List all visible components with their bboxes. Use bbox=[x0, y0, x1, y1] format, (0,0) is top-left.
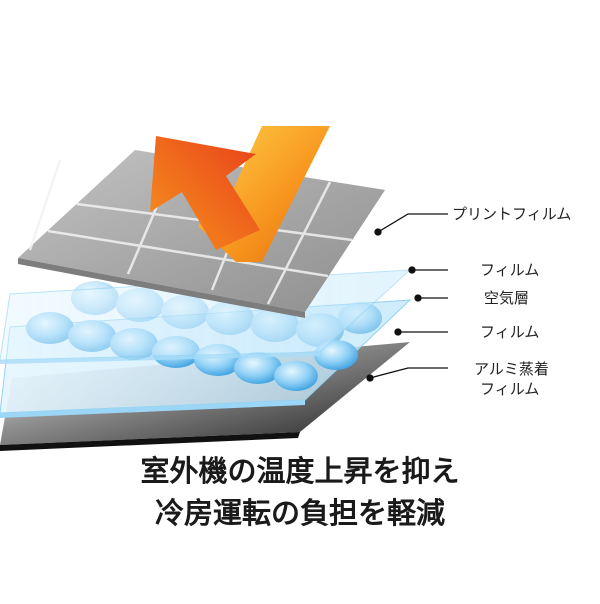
label-film-bottom: フィルム bbox=[480, 323, 540, 341]
label-aluminum-line1: アルミ蒸着 bbox=[474, 360, 549, 378]
label-aluminum-line2: フィルム bbox=[480, 380, 540, 398]
caption-line1: 室外機の温度上昇を抑え bbox=[140, 454, 460, 488]
label-print-film: プリントフィルム bbox=[452, 205, 572, 223]
caption-line2: 冷房運転の負担を軽減 bbox=[154, 496, 445, 530]
reflected-heat-arrow bbox=[150, 136, 260, 250]
leader-lines bbox=[366, 213, 448, 382]
label-film-top: フィルム bbox=[480, 261, 540, 279]
heat-reflection-arrows bbox=[150, 126, 330, 262]
label-air-layer: 空気層 bbox=[484, 289, 530, 307]
